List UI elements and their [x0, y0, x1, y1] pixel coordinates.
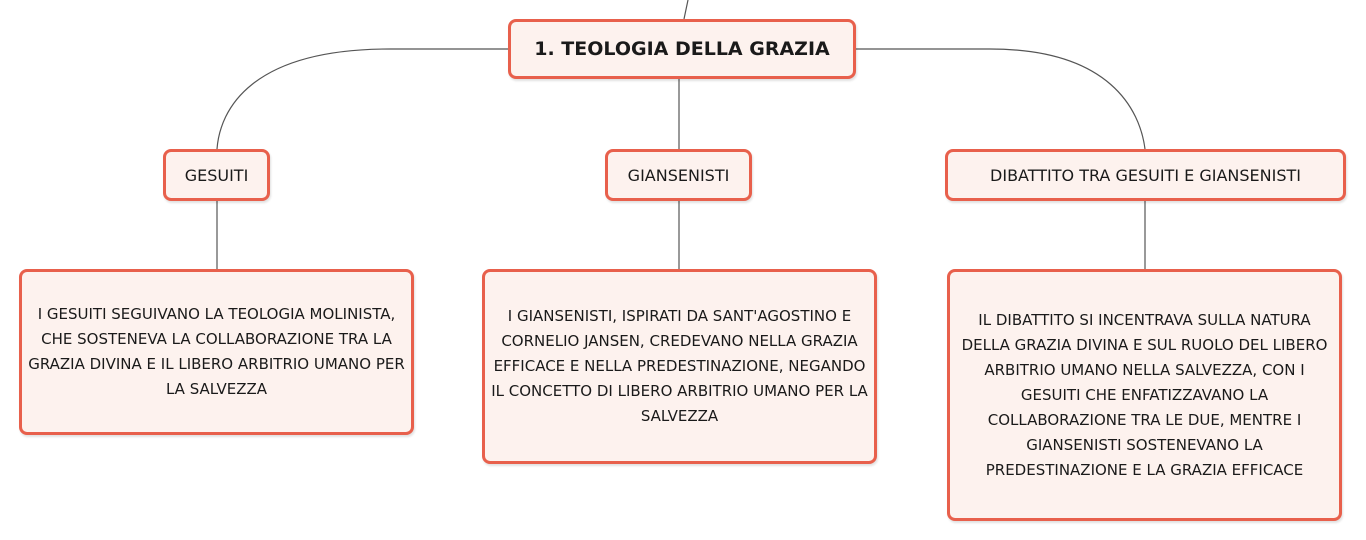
detail-node-text: IL DIBATTITO SI INCENTRAVA SULLA NATURA … [961, 310, 1328, 479]
branch-node-dibattito[interactable]: DIBATTITO TRA GESUITI E GIANSENISTI [945, 149, 1346, 201]
branch-node-giansenisti[interactable]: GIANSENISTI [605, 149, 752, 201]
branch-node-label: GIANSENISTI [627, 165, 730, 185]
detail-node-dibattito[interactable]: IL DIBATTITO SI INCENTRAVA SULLA NATURA … [947, 269, 1342, 521]
connector-root-to-dibattito [856, 48, 1146, 150]
detail-node-gesuiti[interactable]: I GESUITI SEGUIVANO LA TEOLOGIA MOLINIST… [19, 269, 414, 435]
connector-root-to-gesuiti [216, 48, 508, 150]
branch-node-label: GESUITI [184, 165, 249, 185]
branch-node-label: DIBATTITO TRA GESUITI E GIANSENISTI [990, 165, 1301, 185]
detail-node-text: I GESUITI SEGUIVANO LA TEOLOGIA MOLINIST… [28, 305, 405, 398]
root-node[interactable]: 1. TEOLOGIA DELLA GRAZIA [508, 19, 856, 79]
connector-parent-to-root [683, 0, 689, 20]
detail-node-giansenisti[interactable]: I GIANSENISTI, ISPIRATI DA SANT'AGOSTINO… [482, 269, 877, 464]
root-node-label: 1. TEOLOGIA DELLA GRAZIA [534, 38, 830, 60]
detail-node-text: I GIANSENISTI, ISPIRATI DA SANT'AGOSTINO… [491, 307, 868, 425]
branch-node-gesuiti[interactable]: GESUITI [163, 149, 270, 201]
